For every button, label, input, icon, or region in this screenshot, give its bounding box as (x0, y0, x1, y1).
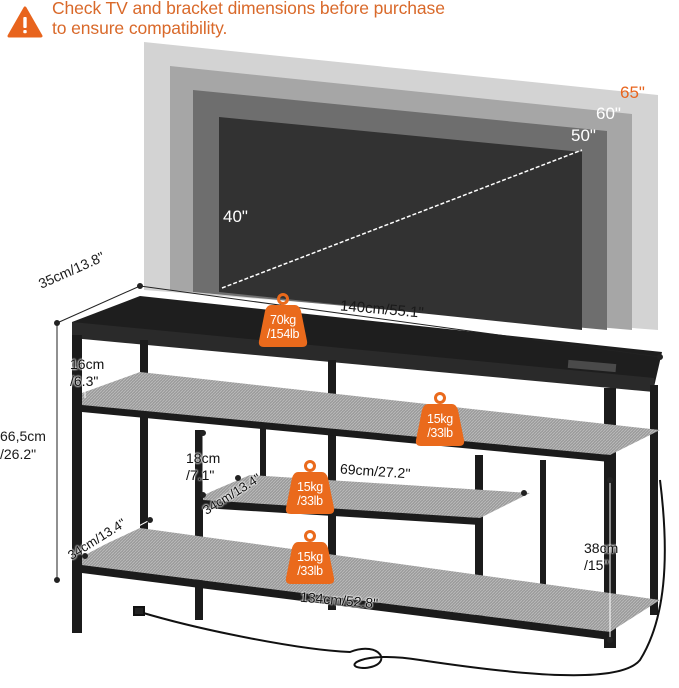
height-in-label: /26.2" (0, 446, 37, 462)
tv-size-outlines (144, 42, 658, 330)
warning-triangle-icon (7, 6, 43, 38)
weight-icon (285, 460, 335, 514)
power-strip (567, 359, 617, 373)
top-gap-in-label: /6.3" (70, 373, 99, 389)
weight-badge-middle-shelf: 15kg /33lb (285, 460, 335, 516)
mid-gap-cm-label: 18cm (186, 450, 221, 466)
tv-size-40-label: 40" (223, 207, 248, 226)
bottom-shelf (82, 528, 660, 640)
weight-icon (415, 392, 465, 446)
weight-badge-bottom-shelf: 15kg /33lb (285, 530, 335, 586)
tv-size-65-label: 65" (620, 83, 645, 102)
power-cord (133, 479, 666, 677)
weight-icon (285, 530, 335, 584)
weight-icon (258, 293, 308, 347)
stand-top (72, 296, 662, 392)
mid-gap-in-label: /7.1" (186, 467, 215, 483)
warning-message: Check TV and bracket dimensions before p… (52, 0, 445, 38)
top-gap-cm-label: 16cm (70, 356, 105, 372)
dimension-lines (54, 283, 663, 643)
weight-bottom-shelf-text: 15kg /33lb (297, 550, 323, 578)
tv-size-60-label: 60" (596, 104, 621, 123)
bottom-gap-cm-label: 38cm (584, 540, 619, 556)
height-cm-label: 66,5cm (0, 428, 46, 444)
tv-size-50-label: 50" (571, 126, 596, 145)
warning-banner: Check TV and bracket dimensions before p… (0, 0, 679, 44)
upper-shelf (82, 372, 660, 462)
bottom-gap-in-label: /15" (584, 557, 609, 573)
tv-40-screen (219, 117, 582, 330)
warning-line-2: to ensure compatibility. (52, 18, 228, 38)
weight-upper-shelf-text: 15kg /33lb (427, 412, 453, 440)
weight-middle-shelf-text: 15kg /33lb (297, 480, 323, 508)
weight-badge-top: 70kg /154lb (258, 293, 308, 349)
tv-diagonal-line (221, 149, 583, 289)
weight-badge-upper-shelf: 15kg /33lb (415, 392, 465, 448)
middle-shelf (203, 475, 530, 525)
warning-line-1: Check TV and bracket dimensions before p… (52, 0, 445, 18)
weight-top-text: 70kg /154lb (266, 313, 300, 341)
